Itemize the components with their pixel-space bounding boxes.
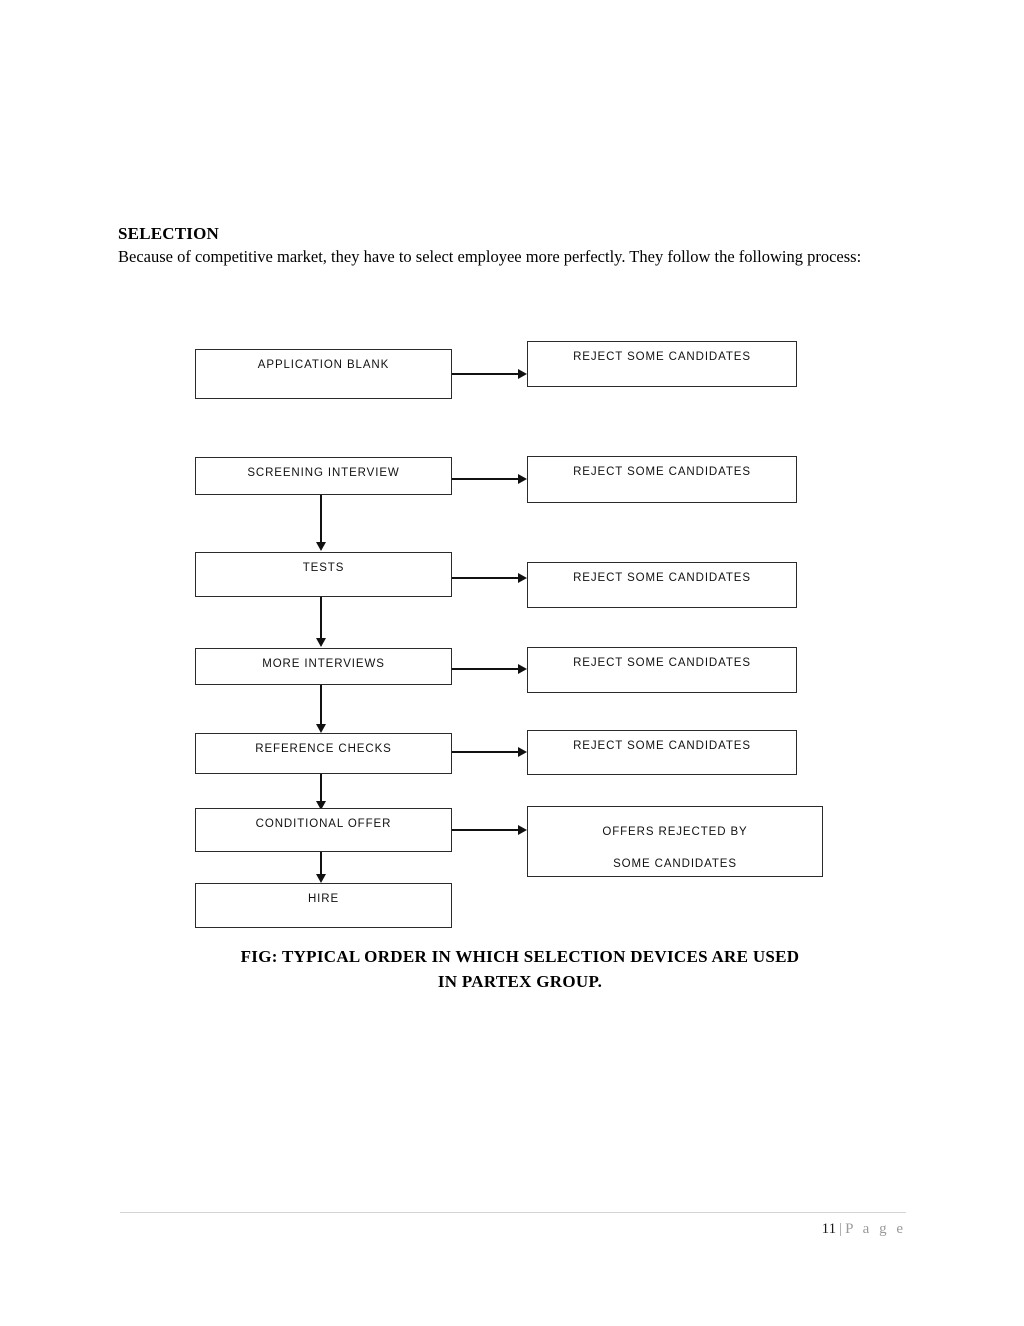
flow-node-reject-1: REJECT SOME CANDIDATES	[527, 341, 797, 387]
flow-node-label: CONDITIONAL OFFER	[255, 818, 392, 830]
connector-more-interviews-to-reference-checks	[320, 685, 322, 725]
arrowhead-down	[316, 638, 326, 647]
flow-node-label: REJECT SOME CANDIDATES	[573, 572, 751, 584]
body-paragraph: Because of competitive market, they have…	[118, 247, 862, 266]
footer-page-number: 11	[821, 1221, 837, 1237]
footer-separator: |	[839, 1221, 843, 1237]
arrowhead-right	[518, 747, 527, 757]
flow-node-reject-2: REJECT SOME CANDIDATES	[527, 456, 797, 503]
flow-node-label: REJECT SOME CANDIDATES	[573, 466, 751, 478]
flow-node-tests: TESTS	[195, 552, 452, 597]
flow-node-application-blank: APPLICATION BLANK	[195, 349, 452, 399]
flow-node-label: MORE INTERVIEWS	[262, 658, 385, 670]
flow-node-label: REJECT SOME CANDIDATES	[573, 351, 751, 363]
footer-divider	[120, 1212, 906, 1213]
flow-node-reference-checks: REFERENCE CHECKS	[195, 733, 452, 774]
connector-screening-to-tests	[320, 495, 322, 543]
arrowhead-right	[518, 369, 527, 379]
flow-node-reject-5: REJECT SOME CANDIDATES	[527, 730, 797, 775]
flow-node-label: REFERENCE CHECKS	[255, 743, 392, 755]
arrowhead-down	[316, 542, 326, 551]
figure-caption-line1: FIG: TYPICAL ORDER IN WHICH SELECTION DE…	[240, 947, 800, 966]
arrowhead-right	[518, 825, 527, 835]
flow-node-label: APPLICATION BLANK	[257, 359, 390, 371]
arrowhead-down	[316, 801, 326, 810]
figure-caption-line2: IN PARTEX GROUP.	[437, 972, 603, 991]
arrowhead-right	[518, 474, 527, 484]
flow-node-more-interviews: MORE INTERVIEWS	[195, 648, 452, 685]
flow-node-label: REJECT SOME CANDIDATES	[573, 657, 751, 669]
page-footer: 11|P a g e	[822, 1221, 906, 1238]
flow-node-label: REJECT SOME CANDIDATES	[573, 740, 751, 752]
flow-node-reject-4: REJECT SOME CANDIDATES	[527, 647, 797, 693]
arrowhead-down	[316, 724, 326, 733]
connector-screening-interview-to-reject	[452, 478, 518, 480]
flow-node-screening-interview: SCREENING INTERVIEW	[195, 457, 452, 495]
connector-reference-checks-to-reject	[452, 751, 518, 753]
flow-node-label: HIRE	[307, 893, 340, 905]
flow-node-offers-rejected: OFFERS REJECTED BY SOME CANDIDATES	[527, 806, 823, 877]
flow-node-label: TESTS	[302, 562, 345, 574]
flow-node-label: SCREENING INTERVIEW	[247, 467, 400, 479]
connector-application-blank-to-reject	[452, 373, 518, 375]
connector-tests-to-more-interviews	[320, 597, 322, 639]
flow-node-hire: HIRE	[195, 883, 452, 928]
flow-node-label-line2: SOME CANDIDATES	[613, 857, 737, 870]
connector-conditional-offer-to-offers-rejected	[452, 829, 518, 831]
arrowhead-down	[316, 874, 326, 883]
arrowhead-right	[518, 573, 527, 583]
flow-node-conditional-offer: CONDITIONAL OFFER	[195, 808, 452, 852]
arrowhead-right	[518, 664, 527, 674]
flow-node-reject-3: REJECT SOME CANDIDATES	[527, 562, 797, 608]
connector-tests-to-reject	[452, 577, 518, 579]
connector-conditional-offer-to-hire	[320, 852, 322, 875]
section-title: SELECTION	[118, 224, 220, 243]
footer-page-word: P a g e	[845, 1221, 906, 1237]
connector-reference-checks-to-conditional-offer	[320, 774, 322, 803]
connector-more-interviews-to-reject	[452, 668, 518, 670]
flow-node-label-line1: OFFERS REJECTED BY	[602, 825, 748, 838]
figure-caption: FIG: TYPICAL ORDER IN WHICH SELECTION DE…	[140, 944, 900, 994]
